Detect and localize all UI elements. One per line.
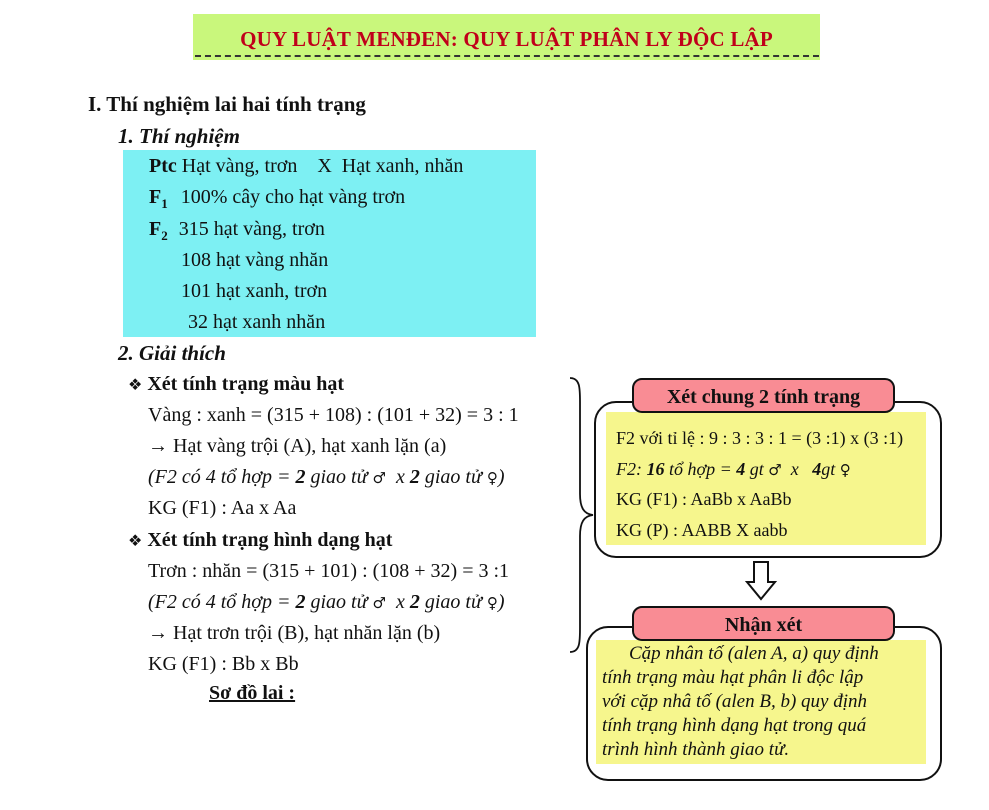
title-banner: QUY LUẬT MENĐEN: QUY LUẬT PHÂN LY ĐỘC LẬ… bbox=[193, 14, 820, 60]
color-gamete-line: (F2 có 4 tổ hợp = 2 giao tử ♂ x 2 giao t… bbox=[148, 466, 505, 488]
conclusion-line-3: với cặp nhâ tố (alen B, b) quy định bbox=[602, 691, 867, 712]
general-f1-genotype-line: KG (F1) : AaBb x AaBb bbox=[616, 489, 792, 509]
f2-label: F2 bbox=[149, 218, 168, 243]
general-panel-title: Xét chung 2 tính trạng bbox=[632, 378, 895, 413]
diamond-star-icon: ❖ bbox=[128, 531, 143, 550]
color-ratio-line: Vàng : xanh = (315 + 108) : (101 + 32) =… bbox=[148, 404, 519, 426]
down-arrow-icon bbox=[744, 561, 778, 601]
f2-line-4: 32 hạt xanh nhăn bbox=[188, 311, 326, 333]
f2-line-2: 108 hạt vàng nhăn bbox=[181, 249, 329, 271]
general-p-genotype-line: KG (P) : AABB X aabb bbox=[616, 520, 788, 540]
general-ratio-line: F2 với tỉ lệ : 9 : 3 : 3 : 1 = (3 :1) x … bbox=[616, 428, 904, 448]
color-dominance-line: → Hạt vàng trội (A), hạt xanh lặn (a) bbox=[148, 435, 447, 457]
female-symbol-icon: ♀ bbox=[486, 594, 498, 612]
f1-label: F1 bbox=[149, 186, 168, 211]
experiment-box bbox=[123, 150, 536, 337]
page-title: QUY LUẬT MENĐEN: QUY LUẬT PHÂN LY ĐỘC LẬ… bbox=[240, 27, 773, 51]
female-symbol-icon: ♀ bbox=[486, 469, 498, 487]
subsection-heading-explanation: 2. Giải thích bbox=[118, 341, 226, 365]
conclusion-line-1: Cặp nhân tố (alen A, a) quy định bbox=[629, 643, 879, 664]
shape-dominance-line: → Hạt trơn trội (B), hạt nhăn lặn (b) bbox=[148, 622, 441, 644]
color-trait-heading-row: ❖Xét tính trạng màu hạt bbox=[128, 373, 344, 396]
diamond-star-icon: ❖ bbox=[128, 375, 143, 394]
male-symbol-icon: ♂ bbox=[372, 469, 386, 487]
color-genotype-line: KG (F1) : Aa x Aa bbox=[148, 497, 297, 519]
subsection-heading-experiment: 1. Thí nghiệm bbox=[118, 124, 240, 148]
conclusion-panel-title: Nhận xét bbox=[632, 606, 895, 641]
ptc-line: Ptc Hạt vàng, trơn X Hạt xanh, nhăn bbox=[149, 155, 463, 178]
female-symbol-icon: ♀ bbox=[839, 461, 851, 479]
shape-trait-heading-row: ❖Xét tính trạng hình dạng hạt bbox=[128, 529, 392, 552]
f1-line: F1 100% cây cho hạt vàng trơn bbox=[149, 186, 405, 212]
f2-line-3: 101 hạt xanh, trơn bbox=[181, 280, 328, 302]
conclusion-line-4: tính trạng hình dạng hạt trong quá bbox=[602, 715, 867, 736]
shape-trait-heading: Xét tính trạng hình dạng hạt bbox=[147, 529, 393, 551]
ptc-text: Hạt vàng, trơn X Hạt xanh, nhăn bbox=[181, 155, 464, 177]
male-symbol-icon: ♂ bbox=[768, 461, 782, 479]
conclusion-panel-fill bbox=[596, 640, 926, 764]
shape-gamete-line: (F2 có 4 tổ hợp = 2 giao tử ♂ x 2 giao t… bbox=[148, 591, 505, 613]
curly-brace-icon bbox=[569, 377, 594, 653]
cross-diagram-heading: Sơ đồ lai : bbox=[209, 682, 296, 704]
shape-ratio-line: Trơn : nhăn = (315 + 101) : (108 + 32) =… bbox=[148, 560, 510, 582]
section-heading: I. Thí nghiệm lai hai tính trạng bbox=[88, 92, 366, 116]
shape-genotype-line: KG (F1) : Bb x Bb bbox=[148, 653, 299, 675]
general-combination-line: F2: 16 tổ hợp = 4 gt ♂ x 4gt ♀ bbox=[616, 459, 851, 479]
conclusion-line-5: trình hình thành giao tử. bbox=[602, 739, 790, 760]
color-trait-heading: Xét tính trạng màu hạt bbox=[147, 373, 345, 395]
male-symbol-icon: ♂ bbox=[372, 594, 386, 612]
conclusion-line-2: tính trạng màu hạt phân li độc lập bbox=[602, 667, 864, 688]
general-panel-fill bbox=[606, 412, 926, 545]
title-underline bbox=[195, 55, 819, 57]
f2-text: 315 hạt vàng, trơn bbox=[178, 218, 325, 240]
ptc-label: Ptc bbox=[149, 155, 177, 177]
f2-line: F2 315 hạt vàng, trơn bbox=[149, 218, 325, 244]
f1-text: 100% cây cho hạt vàng trơn bbox=[180, 186, 406, 208]
